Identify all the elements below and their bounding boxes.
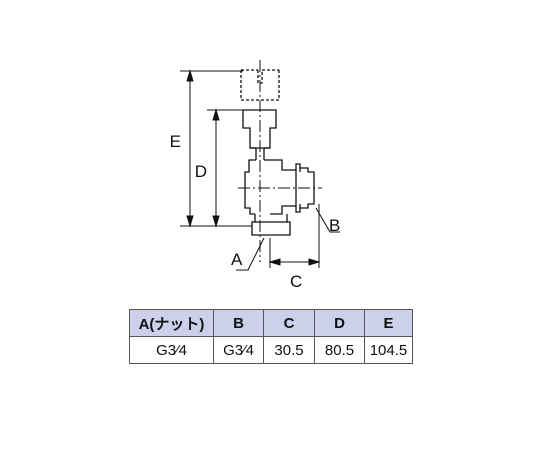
dimension-label-b: B [329,216,340,235]
dimension-lines [180,69,340,271]
cell-c: 30.5 [263,336,315,364]
dimension-label-c: C [290,272,302,291]
cell-d: 80.5 [314,336,365,364]
header-c: C [263,309,315,337]
valve-outline [240,69,315,236]
header-b: B [213,309,264,337]
nut-outline [251,214,291,236]
dimension-label-a: A [231,250,243,269]
table-header-row: A(ナット) B C D E [129,309,413,337]
upper-body-outline [244,159,315,215]
header-e: E [364,309,413,337]
dimension-label-d: D [195,162,207,181]
header-d: D [314,309,365,337]
valve-dimension-diagram: E D A B C [170,60,340,291]
table-row: G3⁄4 G3⁄4 30.5 80.5 104.5 [129,336,413,364]
centerlines [238,60,322,262]
dimension-label-e: E [170,132,181,151]
cell-e: 104.5 [364,336,413,364]
spec-table: A(ナット) B C D E G3⁄4 G3⁄4 30.5 80.5 104.5 [129,309,413,364]
header-a: A(ナット) [129,309,214,337]
stem-dashed-outline [240,69,280,101]
cell-a: G3⁄4 [129,336,214,364]
cell-b: G3⁄4 [213,336,264,364]
